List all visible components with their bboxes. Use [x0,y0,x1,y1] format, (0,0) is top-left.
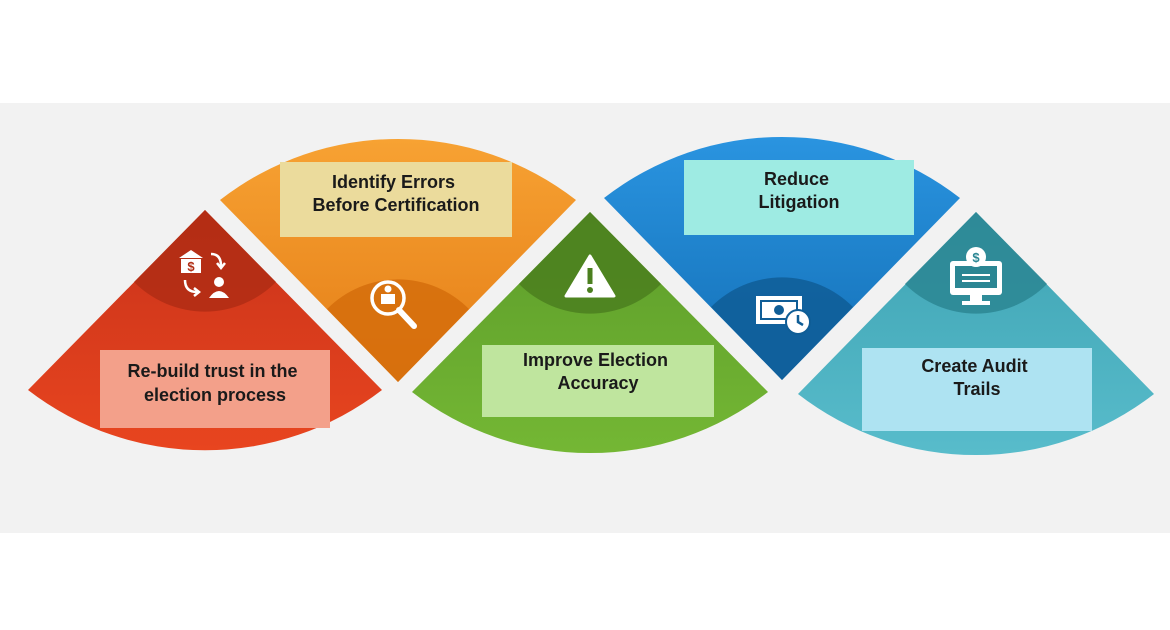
svg-text:$: $ [187,259,195,274]
warning-triangle-icon [564,254,616,298]
magnifier-document-icon [370,280,417,329]
segment-rebuild-trust: $ Re-build trust in the election process [28,210,382,451]
label-reduce-litigation: Reduce Litigation [759,169,840,212]
label-rebuild-trust: Re-build trust in the election process [127,361,302,405]
label-improve-accuracy: Improve Election Accuracy [523,350,673,393]
segment-identify-errors: Identify Errors Before Certification [220,138,576,382]
svg-text:$: $ [972,250,980,265]
money-clock-icon [756,296,811,335]
segment-reduce-litigation: Reduce Litigation [604,136,960,380]
label-audit-trails: Create Audit Trails [921,356,1032,399]
segment-improve-accuracy: Improve Election Accuracy [412,212,768,454]
bank-user-exchange-icon: $ [179,250,229,298]
segment-audit-trails: $ Create Audit Trails [798,212,1154,456]
monitor-coin-icon: $ [950,247,1002,305]
label-identify-errors: Identify Errors Before Certification [312,172,479,215]
